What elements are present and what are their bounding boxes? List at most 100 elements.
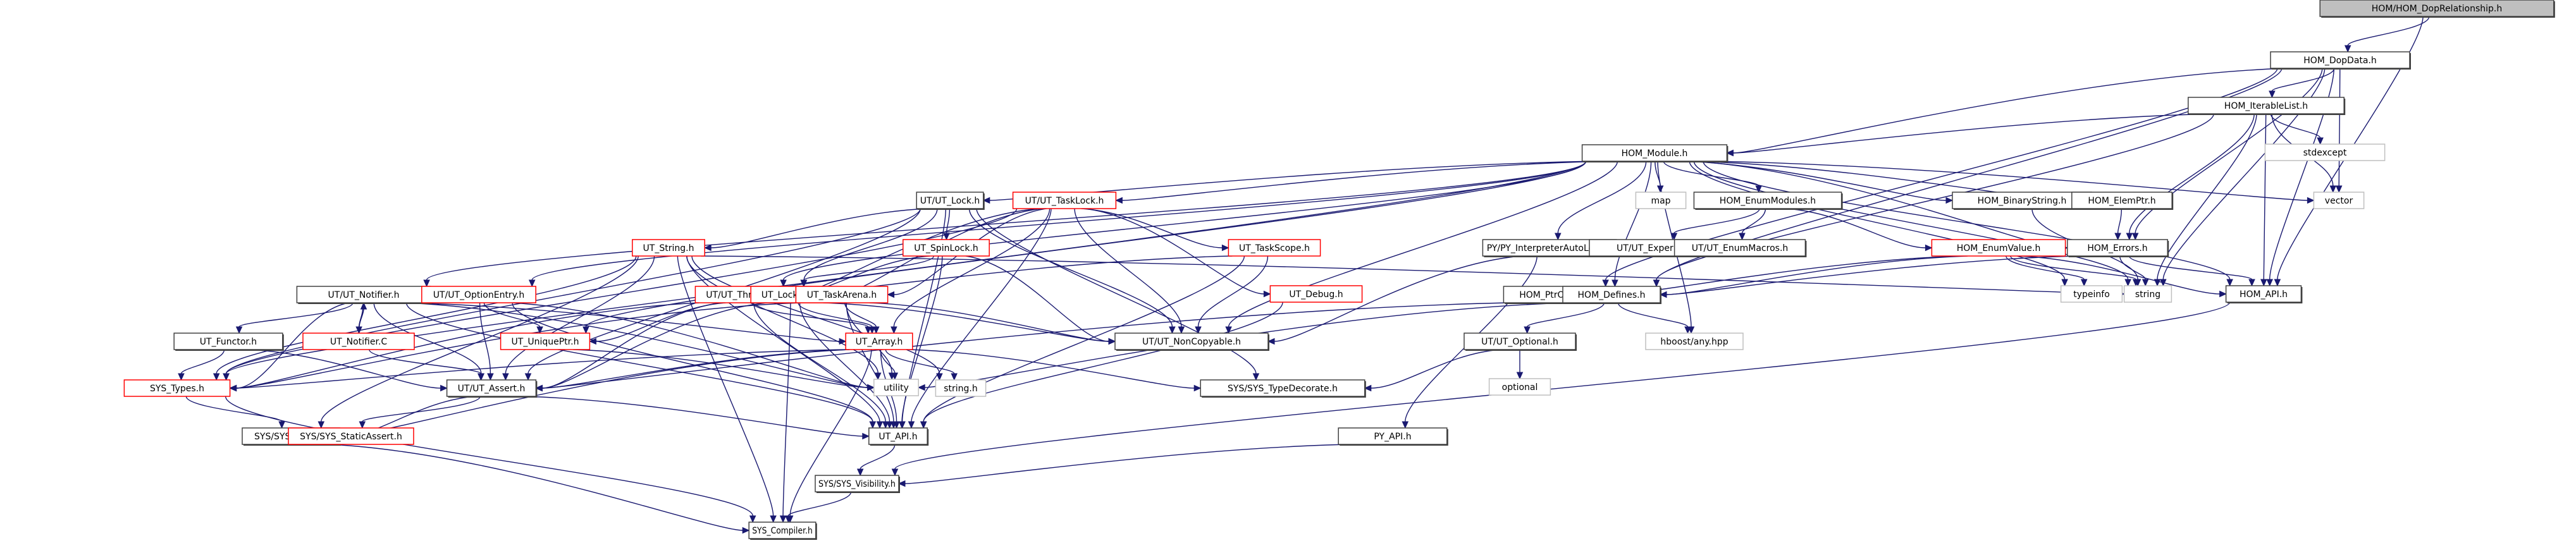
- edge-ut_lock_util-to-ut_array: [798, 302, 873, 327]
- node-label: HOM_EnumModules.h: [1720, 196, 1816, 206]
- node-ut-task-scope[interactable]: UT_TaskScope.h: [1228, 239, 1321, 257]
- node-box: [1693, 192, 1842, 209]
- node-ut-assert[interactable]: UT/UT_Assert.h: [446, 379, 538, 398]
- node-ut-optional[interactable]: UT/UT_Optional.h: [1464, 333, 1577, 351]
- node-sys-static-assert[interactable]: SYS/SYS_StaticAssert.h: [288, 427, 414, 445]
- edge-hom_defines-to-ut_optional: [1526, 302, 1605, 327]
- arrowhead-icon: [891, 468, 899, 477]
- node-sys-compiler[interactable]: SYS_Compiler.h: [748, 522, 817, 540]
- edge-sys_types-to-sys_compiler: [225, 396, 753, 516]
- node-typeinfo: typeinfo: [2060, 285, 2123, 303]
- node-ut-non-copyable[interactable]: UT/UT_NonCopyable.h: [1114, 333, 1269, 351]
- node-ut-notifier[interactable]: UT/UT_Notifier.h: [296, 286, 432, 304]
- node-ut-task-arena[interactable]: UT_TaskArena.h: [795, 286, 889, 303]
- node-shadow: [2272, 53, 2411, 70]
- node-label: HOM_Module.h: [1622, 149, 1688, 159]
- node-label: utility: [884, 383, 909, 393]
- edge-hom_errors-to-hom_api: [2128, 255, 2253, 280]
- edge-enum_value-to-typeinfo: [2006, 255, 2085, 280]
- node-ut-option-entry[interactable]: UT/UT_OptionEntry.h: [421, 286, 536, 303]
- node-ut-api[interactable]: UT_API.h: [868, 427, 929, 446]
- node-ut-spin-lock[interactable]: UT_SpinLock.h: [903, 239, 990, 257]
- arrowhead-icon: [982, 197, 990, 204]
- node-ut-debug[interactable]: UT_Debug.h: [1269, 285, 1363, 303]
- node-ut-string[interactable]: UT_String.h: [632, 239, 705, 257]
- node-iterable-list[interactable]: HOM_IterableList.h: [2188, 97, 2346, 115]
- arrowhead-icon: [2248, 279, 2255, 287]
- arrowhead-icon: [1263, 290, 1271, 298]
- node-box: [302, 333, 415, 350]
- edge-ut_notifier-to-ut_assert: [373, 302, 482, 374]
- node-hom-module[interactable]: HOM_Module.h: [1581, 144, 1729, 162]
- node-label: map: [1651, 196, 1670, 206]
- edge-ut_thread-to-ut_array: [751, 302, 869, 327]
- edge-hom_module-to-ut_notifier: [426, 161, 1587, 281]
- edge-ut_spin_lock-to-ut_lock_util: [803, 255, 935, 281]
- node-layer: HOM/HOM_DopRelationship.hHOM_DopData.hHO…: [123, 0, 2555, 540]
- arrowhead-icon: [359, 421, 366, 429]
- node-string-h: string.h: [935, 379, 987, 397]
- node-box: [1228, 239, 1321, 257]
- edge-dop_data-to-string: [2162, 68, 2326, 280]
- node-ut-array[interactable]: UT_Array.h: [845, 333, 913, 350]
- arrowhead-icon: [779, 515, 787, 523]
- arrowhead-icon: [2061, 279, 2068, 287]
- edge-sys_inline-to-sys_compiler: [330, 444, 743, 531]
- edge-ut_thread-to-ut_assert: [542, 302, 722, 389]
- arrowhead-icon: [882, 421, 889, 429]
- edge-hom_api-to-sys_visibility: [894, 302, 2231, 470]
- edge-hom_module-to-typeinfo: [1689, 161, 2066, 280]
- node-hom-errors[interactable]: HOM_Errors.h: [2067, 239, 2169, 257]
- node-sys-type-decorate[interactable]: SYS/SYS_TypeDecorate.h: [1200, 379, 1366, 398]
- edge-ut_lock-to-ut_lock_util: [803, 208, 938, 281]
- edge-ut_string-to-ut_assert: [505, 255, 655, 374]
- node-dop-data[interactable]: HOM_DopData.h: [2270, 51, 2411, 70]
- edge-ut_functor-to-sys_types: [180, 349, 225, 374]
- node-label: stdexcept: [2303, 148, 2347, 158]
- node-binary-string[interactable]: HOM_BinaryString.h: [1952, 192, 2093, 210]
- node-ut-functor[interactable]: UT_Functor.h: [173, 333, 284, 351]
- node-sys-visibility[interactable]: SYS/SYS_Visibility.h: [815, 475, 900, 493]
- node-hom-api[interactable]: HOM_API.h: [2225, 285, 2303, 303]
- node-label: UT_Debug.h: [1289, 290, 1343, 300]
- edge-ut_api-to-sys_visibility: [860, 444, 896, 470]
- node-box: [1635, 192, 1687, 209]
- node-enum-value[interactable]: HOM_EnumValue.h: [1931, 239, 2066, 257]
- node-sys-types[interactable]: SYS_Types.h: [123, 379, 231, 397]
- node-label: UT_API.h: [878, 432, 917, 442]
- node-elem-ptr[interactable]: HOM_ElemPtr.h: [2071, 192, 2174, 210]
- edge-ut_string-to-sys_inline: [321, 255, 639, 422]
- node-hom-defines[interactable]: HOM_Defines.h: [1562, 286, 1661, 304]
- node-ut-notifier-c[interactable]: UT_Notifier.C: [302, 333, 415, 350]
- edge-ut_notifier-to-utility: [406, 302, 868, 388]
- edge-ut_string-to-utility: [686, 255, 878, 374]
- node-ut-task-lock[interactable]: UT/UT_TaskLock.h: [1012, 192, 1117, 209]
- node-enum-modules[interactable]: HOM_EnumModules.h: [1693, 192, 1843, 210]
- node-label: SYS/SYS_StaticAssert.h: [300, 432, 402, 442]
- arrowhead-icon: [868, 326, 876, 334]
- edge-ut_task_lock-to-ut_non_copyable: [1074, 208, 1182, 327]
- edge-ut_option_entry-to-ut_api: [512, 302, 873, 422]
- arrowhead-icon: [2269, 90, 2276, 99]
- arrowhead-icon: [886, 421, 893, 429]
- arrowhead-icon: [528, 279, 536, 288]
- arrowhead-icon: [2260, 279, 2267, 287]
- edge-ut_optional-to-sys_type_decorate: [1371, 349, 1501, 389]
- node-box: [2188, 97, 2345, 114]
- node-py-api[interactable]: PY_API.h: [1338, 427, 1448, 446]
- node-dop-relationship[interactable]: HOM/HOM_DopRelationship.h: [2319, 0, 2555, 18]
- edge-hom_module-to-ut_task_lock: [1122, 161, 1608, 201]
- edge-hom_module-to-ut_thread: [782, 161, 1587, 281]
- node-ut-unique-ptr[interactable]: UT_UniquePtr.h: [500, 333, 591, 350]
- edge-hom_module-to-sys_types: [225, 161, 1587, 374]
- node-ut-lock[interactable]: UT/UT_Lock.h: [916, 192, 985, 210]
- edge-ut_task_lock-to-ut_array: [893, 208, 1051, 327]
- arrowhead-icon: [1612, 279, 1618, 288]
- node-box: [1645, 333, 1744, 350]
- edge-ut_array-to-sys_compiler: [789, 349, 872, 516]
- node-ut-enum-macros[interactable]: UT/UT_EnumMacros.h: [1673, 239, 1807, 257]
- arrowhead-icon: [897, 480, 906, 487]
- arrowhead-icon: [770, 515, 777, 523]
- arrowhead-icon: [869, 421, 877, 429]
